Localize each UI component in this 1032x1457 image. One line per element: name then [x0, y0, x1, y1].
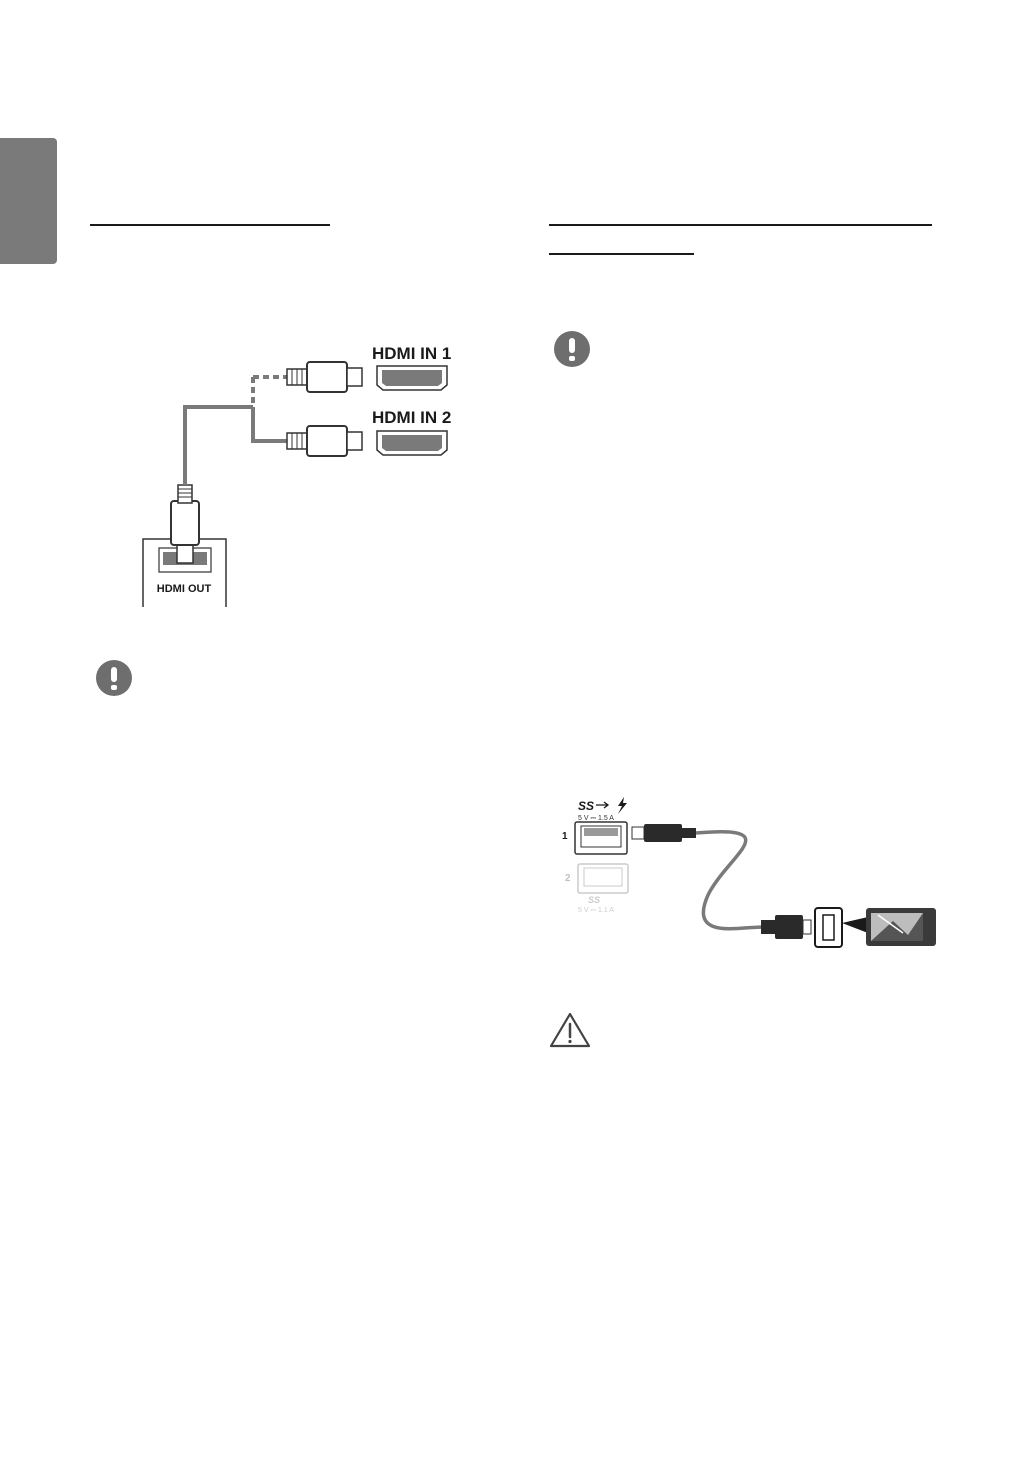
left-heading-underline [90, 224, 330, 226]
usb-port-2: 2 SS 5 V ⎓ 1.1 A [565, 863, 629, 914]
usb-port-2-number: 2 [565, 873, 571, 884]
note-icon [96, 660, 132, 696]
hdmi-out-label: HDMI OUT [157, 583, 212, 595]
usb-connection-diagram: SS 5 V ⎓ 1.5 A 1 2 SS 5 V ⎓ 1.1 A [562, 797, 936, 948]
right-heading-underline-2 [549, 253, 694, 255]
hdmi-in-1-label: HDMI IN 1 [372, 344, 451, 363]
usb-trident-icon [596, 801, 610, 809]
hdmi-connection-diagram: HDMI OUT HDMI IN 1 HDMI IN 2 [142, 344, 451, 609]
svg-text:SS: SS [588, 895, 600, 905]
right-heading-underline-1 [549, 224, 932, 226]
hdmi-plug-1 [286, 361, 363, 393]
hdmi-plug-2 [286, 425, 363, 457]
hdmi-in-2-label: HDMI IN 2 [372, 408, 451, 427]
note-icon-right [554, 331, 590, 367]
usb-superspeed-logo: SS [578, 799, 594, 813]
section-side-tab [0, 138, 57, 264]
usb-a-plug [644, 824, 682, 842]
usb-port-2-rating: 5 V ⎓ 1.1 A [578, 907, 614, 914]
usb-micro-plug [775, 915, 803, 939]
usb-port-1-number: 1 [562, 831, 568, 842]
caution-icon [549, 1012, 591, 1048]
usb-port-1-rating: 5 V ⎓ 1.5 A [578, 815, 614, 822]
lightning-icon [618, 797, 627, 814]
